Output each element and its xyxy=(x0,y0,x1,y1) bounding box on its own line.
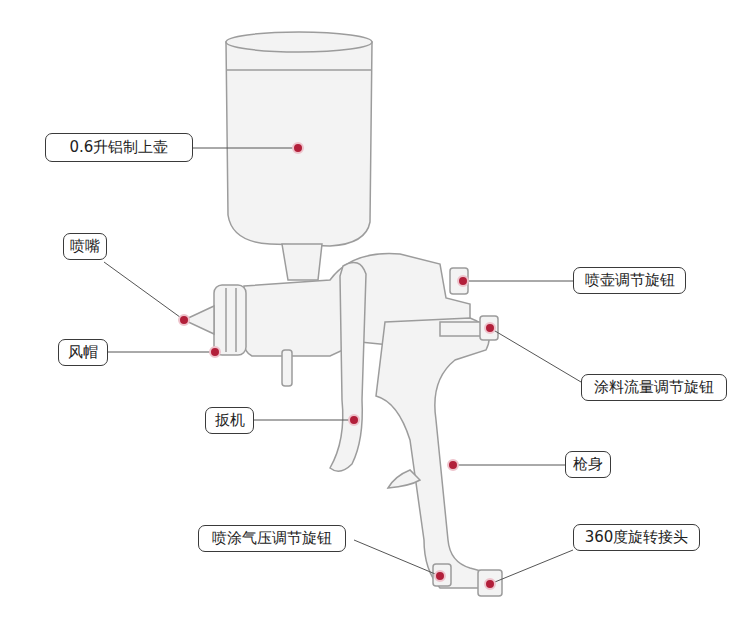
callout-box: 0.6升铝制上壶 xyxy=(45,133,193,162)
needle-pin xyxy=(282,350,292,386)
callout-label: 风帽 xyxy=(68,344,98,361)
leader-dot xyxy=(448,460,458,470)
air-knob xyxy=(433,564,451,586)
paint-cup xyxy=(226,42,372,246)
leader-dot xyxy=(435,571,445,581)
gun-handle xyxy=(376,318,492,588)
cup-knob xyxy=(450,268,468,294)
cup-rim xyxy=(226,32,372,52)
air-cap-ridge xyxy=(225,288,227,352)
leader-line xyxy=(254,420,354,421)
leader-line xyxy=(193,148,298,149)
callout-box: 喷涂气压调节旋钮 xyxy=(198,525,346,552)
air-cap xyxy=(214,285,246,355)
callout-label: 360度旋转接头 xyxy=(585,529,689,546)
leader-line xyxy=(490,328,581,382)
callout-box: 360度旋转接头 xyxy=(573,524,700,551)
leader-dot xyxy=(485,323,495,333)
leader-dot xyxy=(458,276,468,286)
spray-gun xyxy=(184,32,502,596)
leader-lines xyxy=(104,148,581,584)
leader-dot xyxy=(179,315,189,325)
leader-line xyxy=(463,281,573,282)
leader-dot xyxy=(293,143,303,153)
callout-box: 枪身 xyxy=(565,451,611,478)
callout-label: 喷嘴 xyxy=(70,238,100,255)
leader-dot xyxy=(485,579,495,589)
callout-label: 涂料流量调节旋钮 xyxy=(594,379,714,396)
fluid-knob xyxy=(480,316,498,340)
leader-line xyxy=(108,352,215,353)
handle-rest xyxy=(388,470,420,488)
callout-label: 喷壶调节旋钮 xyxy=(585,272,675,289)
callout-box: 风帽 xyxy=(58,339,108,366)
leader-dot xyxy=(210,347,220,357)
swivel-joint xyxy=(478,570,502,596)
leader-dots xyxy=(179,143,495,589)
cup-band xyxy=(227,69,371,71)
callout-box: 涂料流量调节旋钮 xyxy=(581,374,727,401)
leader-line xyxy=(490,550,573,584)
leader-line xyxy=(104,262,184,320)
callout-label: 喷涂气压调节旋钮 xyxy=(212,530,332,547)
callout-label: 0.6升铝制上壶 xyxy=(70,139,169,156)
air-cap-ridge xyxy=(235,288,237,352)
leader-line xyxy=(354,540,440,576)
trigger xyxy=(330,262,366,471)
fluid-rod xyxy=(440,322,482,336)
leader-line xyxy=(453,465,565,466)
callout-label: 枪身 xyxy=(573,456,603,473)
callout-box: 喷嘴 xyxy=(63,233,107,260)
leader-dot xyxy=(349,415,359,425)
callout-label: 扳机 xyxy=(215,412,245,429)
callout-box: 扳机 xyxy=(205,407,254,434)
callout-box: 喷壶调节旋钮 xyxy=(573,267,686,294)
cup-neck xyxy=(282,244,322,280)
